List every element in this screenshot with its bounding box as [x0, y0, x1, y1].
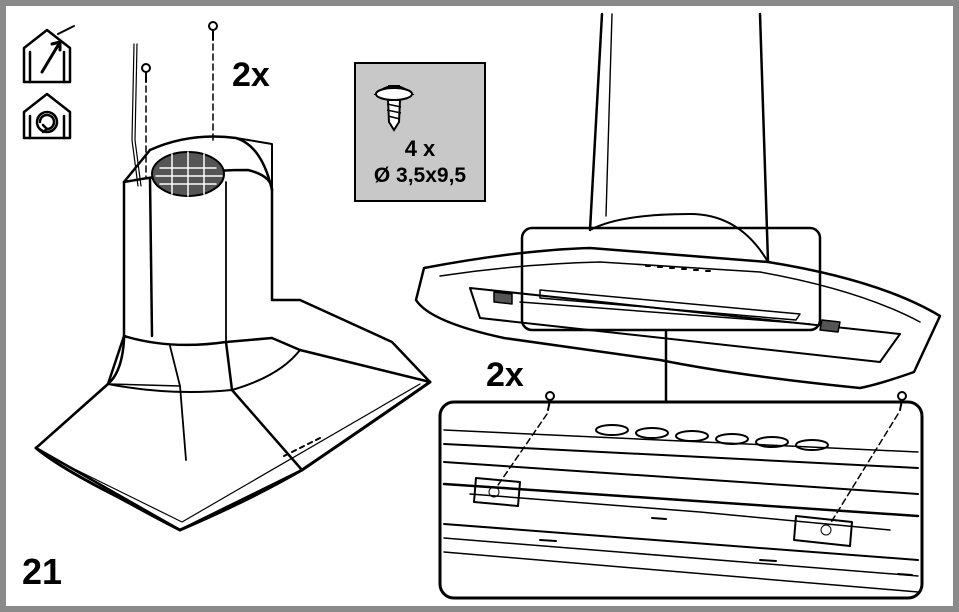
cooker-hood-left	[34, 135, 432, 532]
top-screw-right	[208, 21, 218, 141]
recirculation-mode-icon	[22, 92, 72, 140]
screw-count: 4 x	[404, 136, 436, 161]
detail-inset	[438, 391, 924, 600]
screw-size: Ø 3,5x9,5	[373, 164, 467, 187]
bottom-screw-quantity: 2x	[486, 356, 524, 394]
screw-icon	[373, 85, 415, 132]
outlet-grille	[151, 151, 225, 197]
top-screw-quantity: 2x	[232, 56, 270, 94]
step-number: 21	[22, 551, 63, 592]
top-screw-left	[141, 63, 151, 179]
screw-spec-panel: 4 x Ø 3,5x9,5	[354, 62, 486, 202]
chimney-upper-right	[588, 12, 770, 264]
zoom-area-outline	[520, 226, 822, 332]
canopy-underside	[414, 246, 942, 390]
power-cables	[131, 43, 142, 187]
exhaust-mode-icon	[22, 25, 75, 84]
